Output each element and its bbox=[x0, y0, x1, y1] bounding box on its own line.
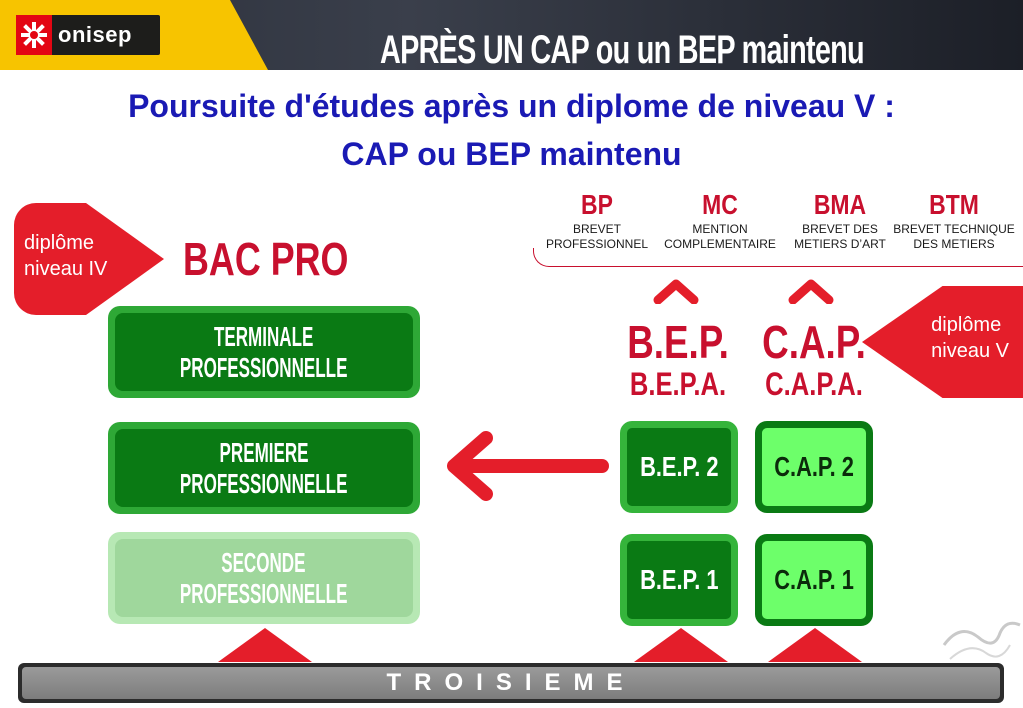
box-bep-1: B.E.P. 1 bbox=[620, 534, 738, 626]
arrow-up-icon bbox=[788, 279, 834, 304]
bepa-title: B.E.P.A. bbox=[629, 366, 727, 402]
onisep-logo: onisep bbox=[16, 15, 160, 55]
title-line-2: CAP ou BEP maintenu bbox=[341, 136, 682, 172]
callout-v-line-2: niveau V bbox=[931, 340, 1009, 362]
diploma-mc-line-2: COMPLEMENTAIRE bbox=[664, 237, 776, 251]
bep-label: B.E.P. B.E.P.A. bbox=[610, 318, 746, 402]
diploma-bma-line-2: METIERS D’ART bbox=[794, 237, 886, 251]
capa-title: C.A.P.A. bbox=[765, 366, 863, 402]
box-premiere-professionnelle: PREMIERE PROFESSIONNELLE bbox=[108, 422, 420, 514]
diplomas-bracket bbox=[533, 248, 1023, 267]
seconde-line-2: PROFESSIONNELLE bbox=[180, 578, 348, 609]
decorative-swirl-icon bbox=[942, 621, 1021, 660]
diploma-bp-line-2: PROFESSIONNEL bbox=[545, 237, 649, 251]
cap-title: C.A.P. bbox=[762, 316, 866, 368]
diploma-bp-line-1: BREVET bbox=[572, 222, 621, 236]
triangle-up-icon bbox=[634, 628, 728, 662]
diploma-btm-line-1: BREVET TECHNIQUE bbox=[893, 222, 1015, 236]
box-terminale-professionnelle: TERMINALE PROFESSIONNELLE bbox=[108, 306, 420, 398]
callout-iv-line-1: diplôme bbox=[24, 232, 95, 254]
box-seconde-professionnelle: SECONDE PROFESSIONNELLE bbox=[108, 532, 420, 624]
cap-label: C.A.P. C.A.P.A. bbox=[746, 318, 882, 402]
premiere-line-2: PROFESSIONNELLE bbox=[180, 468, 348, 499]
seconde-line-1: SECONDE bbox=[221, 547, 307, 578]
troisieme-label: TROISIEME bbox=[386, 669, 636, 696]
cap-1-label: C.A.P. 1 bbox=[774, 564, 854, 595]
logo-text: onisep bbox=[58, 22, 132, 47]
diploma-mc-abbr: MC bbox=[702, 189, 738, 220]
cap-2-label: C.A.P. 2 bbox=[774, 451, 854, 482]
triangle-up-icon bbox=[218, 628, 312, 662]
logo-star-icon bbox=[16, 15, 52, 55]
diploma-btm-line-2: DES METIERS bbox=[913, 237, 995, 251]
diploma-bma-line-1: BREVET DES bbox=[802, 222, 878, 236]
header-banner-text: APRÈS UN CAP ou un BEP maintenu bbox=[380, 28, 864, 70]
diploma-btm: BTM BREVET TECHNIQUE DES METIERS bbox=[889, 188, 1019, 252]
bep-2-label: B.E.P. 2 bbox=[639, 451, 719, 482]
page-title: Poursuite d'études après un diplome de n… bbox=[0, 82, 1023, 178]
callout-iv-line-2: niveau IV bbox=[24, 258, 108, 280]
diploma-bma-abbr: BMA bbox=[813, 189, 867, 220]
callout-diplome-niveau-iv: diplôme niveau IV bbox=[14, 203, 164, 315]
bep-title: B.E.P. bbox=[627, 316, 729, 368]
diploma-btm-abbr: BTM bbox=[929, 189, 979, 220]
callout-v-line-1: diplôme bbox=[931, 314, 1002, 336]
bac-pro-label: BAC PRO bbox=[183, 233, 349, 285]
diploma-mc-line-1: MENTION bbox=[692, 222, 748, 236]
arrow-left-icon bbox=[447, 431, 609, 501]
diploma-mc: MC MENTION COMPLEMENTAIRE bbox=[655, 188, 785, 252]
box-bep-2: B.E.P. 2 bbox=[620, 421, 738, 513]
terminale-line-1: TERMINALE bbox=[214, 321, 314, 352]
diploma-bma: BMA BREVET DES METIERS D’ART bbox=[775, 188, 905, 252]
diploma-bp: BP BREVET PROFESSIONNEL bbox=[532, 188, 662, 252]
triangle-up-icon bbox=[768, 628, 862, 662]
troisieme-bar: TROISIEME bbox=[18, 663, 1004, 703]
premiere-line-1: PREMIERE bbox=[219, 437, 309, 468]
terminale-line-2: PROFESSIONNELLE bbox=[180, 352, 348, 383]
box-cap-1: C.A.P. 1 bbox=[755, 534, 873, 626]
callout-diplome-niveau-v: diplôme niveau V bbox=[862, 286, 1023, 398]
title-line-1: Poursuite d'études après un diplome de n… bbox=[128, 88, 895, 124]
bep-1-label: B.E.P. 1 bbox=[639, 564, 719, 595]
diploma-bp-abbr: BP bbox=[581, 189, 613, 220]
box-cap-2: C.A.P. 2 bbox=[755, 421, 873, 513]
arrow-up-icon bbox=[653, 279, 699, 304]
